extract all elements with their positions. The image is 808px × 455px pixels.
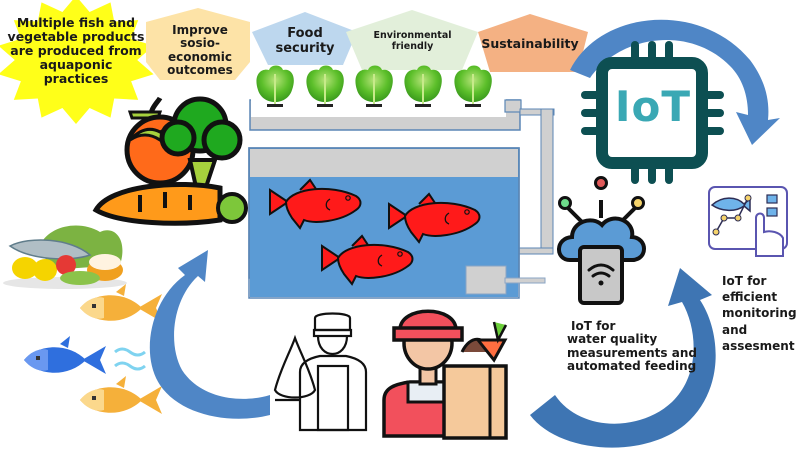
farmer-icon: [382, 309, 508, 440]
benefit-line: Improve: [172, 23, 228, 37]
iot-monitoring-label: IoT for efficient monitoring and assesme…: [722, 273, 808, 354]
benefit-pentagon-socioeconomic: [146, 8, 250, 80]
lettuce-row: [256, 65, 492, 107]
benefit-label-food-security: Food security: [265, 26, 345, 56]
food-plate-icon: [3, 225, 127, 289]
touch-screen-monitoring-icon: [708, 186, 788, 257]
benefit-line: Environmental: [373, 30, 452, 41]
starburst-line: aquaponic: [39, 57, 113, 72]
iot-monitoring-line: efficient: [722, 290, 778, 305]
benefit-pentagon-environmental: [346, 10, 478, 70]
benefit-line: sosio-: [180, 36, 220, 51]
cloud-iot-device-icon: [557, 176, 646, 305]
red-fish-icon: [321, 234, 414, 286]
lettuce-icon: [355, 65, 393, 107]
school-fish-icon: [80, 284, 162, 322]
benefit-line: economic: [167, 49, 232, 64]
school-fish-icon: [24, 336, 106, 374]
benefit-pentagon-food-security: [252, 12, 357, 65]
fish-school-icon: [24, 284, 162, 414]
iot-water-line: IoT for: [571, 319, 616, 333]
water-waves-icon: [114, 347, 146, 371]
iot-chip-label: IoT: [614, 82, 692, 131]
lettuce-icon: [306, 65, 344, 107]
iot-monitoring-line: assesment: [722, 338, 795, 353]
benefit-line: security: [275, 40, 335, 56]
red-fish-icon: [269, 178, 362, 230]
starburst-callout: [0, 0, 154, 124]
red-fish-icon: [388, 192, 481, 244]
benefit-line: Food: [287, 26, 323, 41]
benefit-label-socioeconomic: Improve sosio- economic outcomes: [160, 23, 240, 78]
starburst-line: practices: [43, 71, 109, 86]
iot-water-quality-label: IoT for water quality measurements and a…: [567, 319, 737, 374]
starburst-line: Multiple fish and: [16, 15, 136, 30]
arc-arrow-top-right: [570, 19, 780, 145]
school-fish-icon: [80, 376, 162, 414]
benefit-line: outcomes: [167, 63, 233, 78]
iot-water-line: water quality: [567, 332, 658, 347]
vegetables-icon: [92, 96, 248, 226]
iot-water-line: automated feeding: [567, 359, 697, 374]
arc-arrow-bottom-right: [530, 268, 716, 448]
iot-monitoring-line: monitoring: [722, 306, 797, 321]
iot-monitoring-line: and: [722, 322, 748, 337]
starburst-text: Multiple fish and vegetable products are…: [6, 16, 146, 86]
benefit-label-environmental: Environmental friendly: [360, 30, 465, 52]
iot-water-line: measurements and: [567, 345, 697, 360]
lettuce-icon: [404, 65, 442, 107]
benefit-label-sustainability: Sustainability: [480, 37, 580, 51]
starburst-line: are produced from: [10, 43, 142, 58]
arc-arrow-bottom-left: [149, 250, 270, 419]
benefit-line: friendly: [391, 40, 434, 52]
iot-monitoring-line: IoT for: [722, 274, 767, 288]
benefit-pentagon-sustainability: [478, 14, 588, 72]
benefit-line: Sustainability: [481, 36, 579, 51]
lettuce-icon: [454, 65, 492, 107]
iot-chip-icon: [581, 41, 724, 184]
lettuce-icon: [256, 65, 294, 107]
grow-bed: [249, 99, 555, 255]
starburst-line: vegetable products: [7, 29, 145, 44]
fisherman-icon: [273, 312, 368, 432]
